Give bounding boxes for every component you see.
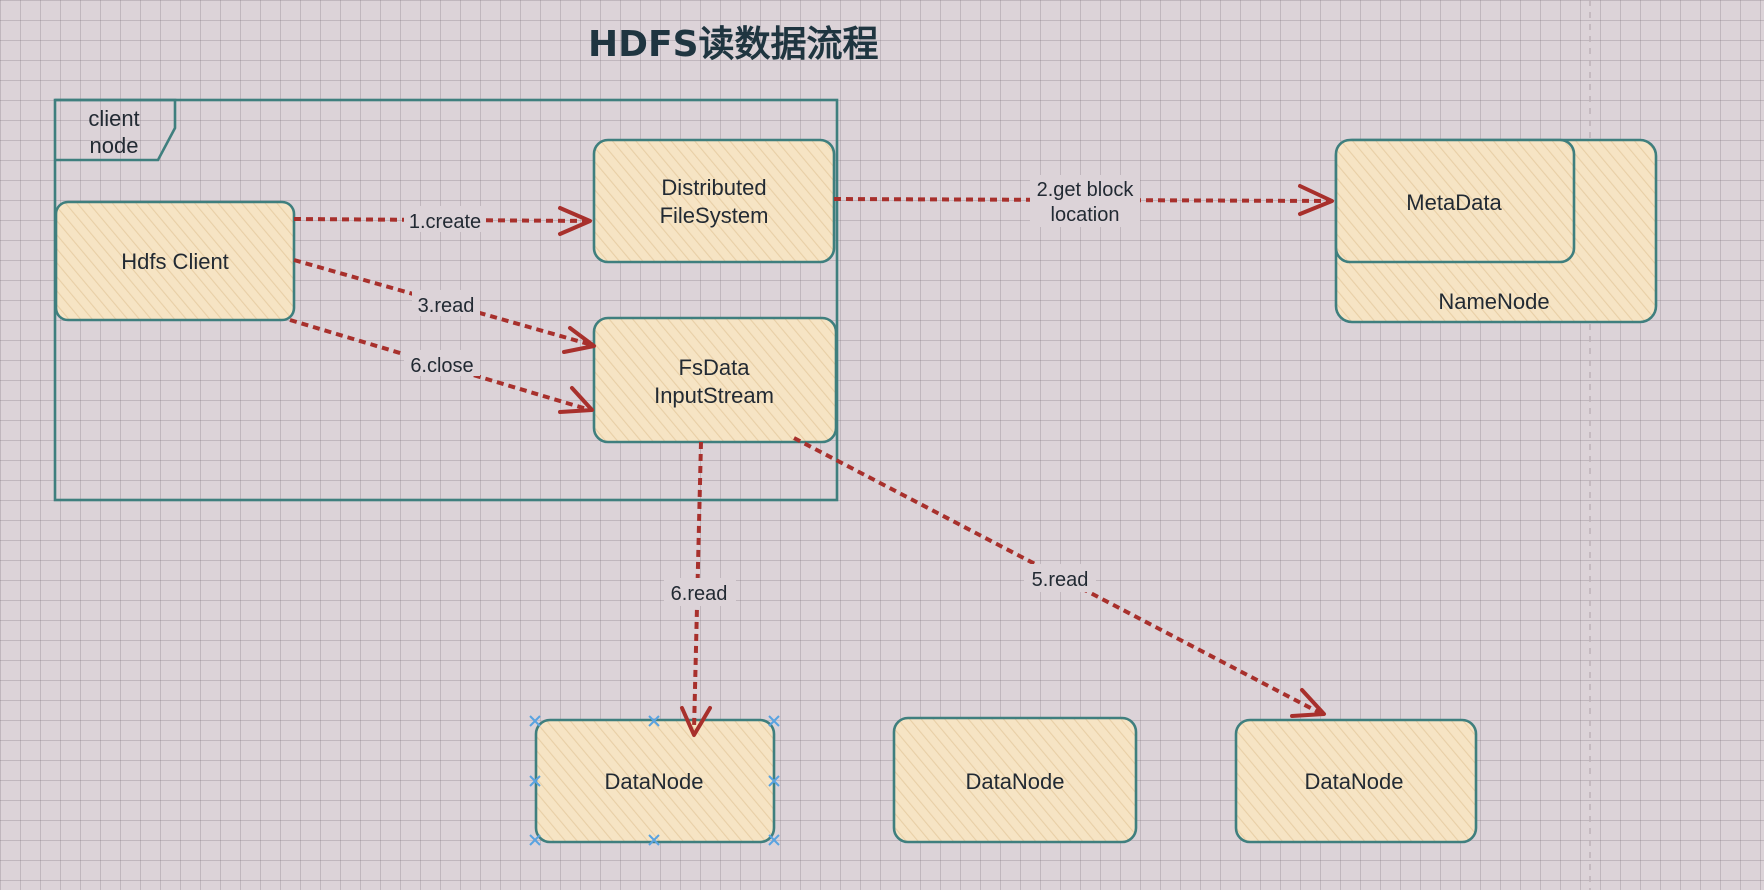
edge-get-block-location[interactable]: 2.get block location: [833, 175, 1334, 227]
selection-handle-bm[interactable]: [648, 834, 660, 846]
selection-handle-br[interactable]: [768, 834, 780, 846]
hdfs-client-label: Hdfs Client: [121, 249, 229, 274]
datanode-1-label: DataNode: [604, 769, 703, 794]
datanode-1-node[interactable]: DataNode: [534, 718, 776, 844]
selection-handle-ml[interactable]: [529, 775, 541, 787]
frame-label-line1: client: [88, 106, 139, 131]
distributed-fs-label-line1: Distributed: [661, 175, 766, 200]
edge-read-3-label: 3.read: [418, 295, 475, 317]
edge-create[interactable]: 1.create: [293, 206, 592, 236]
edge-create-label: 1.create: [409, 211, 481, 233]
selection-handle-tr[interactable]: [768, 715, 780, 727]
selection-handle-bl[interactable]: [529, 834, 541, 846]
edge-read-6-label: 6.read: [671, 583, 728, 605]
edge-read-5[interactable]: 5.read: [793, 436, 1326, 718]
selection-handle-tl[interactable]: [529, 715, 541, 727]
edge-read-3[interactable]: 3.read: [293, 258, 596, 354]
selection-handle-tm[interactable]: [648, 715, 660, 727]
edge-get-block-label-line1: 2.get block: [1037, 179, 1135, 201]
datanode-3-node[interactable]: DataNode: [1234, 718, 1478, 844]
namenode-label: NameNode: [1438, 289, 1549, 314]
edge-read-6[interactable]: 6.read: [664, 441, 736, 737]
diagram-title: HDFS读数据流程: [588, 24, 879, 65]
fsdata-inputstream-node[interactable]: FsData InputStream: [592, 316, 838, 444]
edge-close-6-label: 6.close: [410, 355, 473, 377]
metadata-node[interactable]: MetaData: [1334, 138, 1576, 264]
selection-handles[interactable]: [529, 715, 780, 846]
edge-read-5-label: 5.read: [1032, 569, 1089, 591]
hdfs-client-node[interactable]: Hdfs Client: [54, 200, 296, 322]
edge-close-6[interactable]: 6.close: [289, 318, 594, 414]
selection-handle-mr[interactable]: [768, 775, 780, 787]
distributed-filesystem-node[interactable]: Distributed FileSystem: [592, 138, 836, 264]
fsdata-label-line1: FsData: [679, 355, 751, 380]
datanode-3-label: DataNode: [1304, 769, 1403, 794]
datanode-2-label: DataNode: [965, 769, 1064, 794]
fsdata-label-line2: InputStream: [654, 383, 774, 408]
edge-get-block-label-line2: location: [1051, 204, 1120, 226]
metadata-label: MetaData: [1406, 190, 1502, 215]
datanode-2-node[interactable]: DataNode: [892, 716, 1138, 844]
frame-label-line2: node: [90, 133, 139, 158]
distributed-fs-label-line2: FileSystem: [660, 203, 769, 228]
